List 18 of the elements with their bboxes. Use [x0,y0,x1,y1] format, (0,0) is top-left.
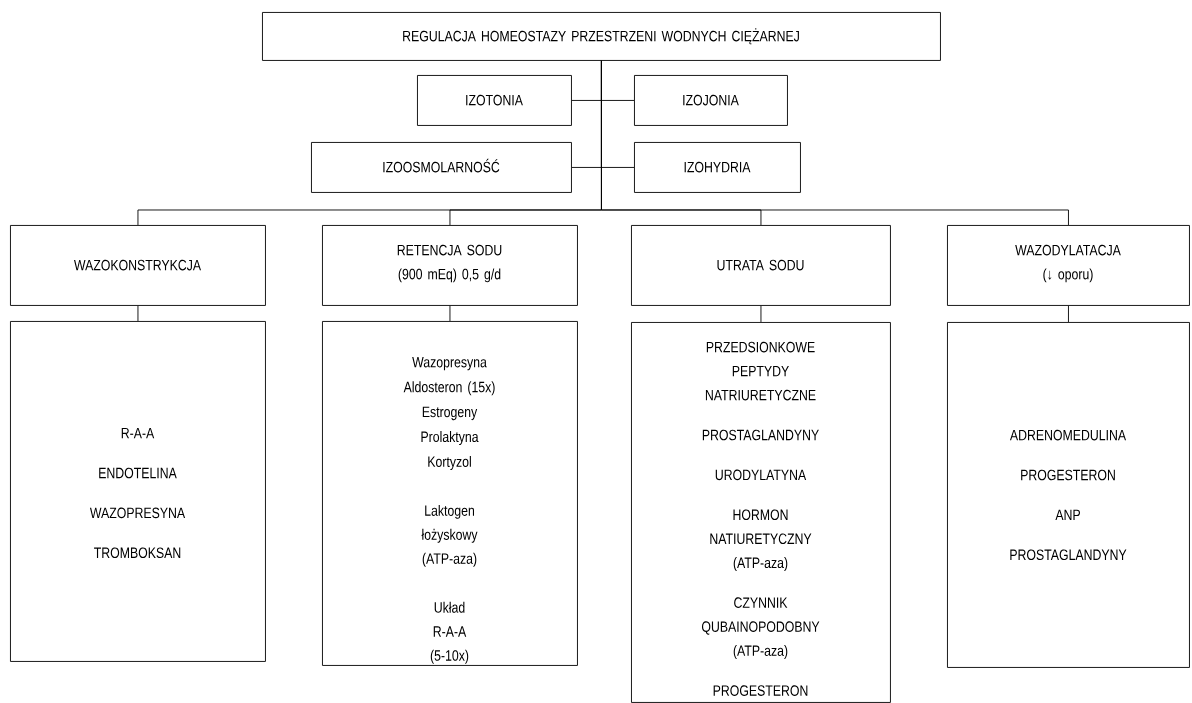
header-box: IZOTONIA [417,75,572,126]
header-box: WAZODYLATACJA (↓ oporu) [947,225,1190,306]
list-box: R-A-A ENDOTELINA WAZOPRESYNA TROMBOKSAN [10,321,266,662]
header-box: IZOOSMOLARNOŚĆ [311,142,572,193]
connector-line [449,305,451,322]
list-box: Wazopresyna Aldosteron (15x) Estrogeny Prolaktyna Kortyzol Laktogen łożyskowy (ATP-aza) Układ R-A-A (5-10x) [322,321,578,666]
list-box: PRZEDSIONKOWE PEPTYDY NATRIURETYCZNE PROSTAGLANDYNY URODYLATYNA HORMON NATIURETYCZNY (ATP-aza) CZYNNIK QUBAINOPODOBNY (ATP-aza) PROGESTERON [631,322,891,703]
connector-line [137,305,139,322]
header-box: IZOHYDRIA [634,142,801,193]
header-box: WAZOKONSTRYKCJA [10,225,266,306]
list-box: ADRENOMEDULINA PROGESTERON ANP PROSTAGLANDYNY [947,322,1190,668]
connector-line [760,305,762,323]
connector-line [601,60,1069,226]
header-box: RETENCJA SODU (900 mEq) 0,5 g/d [322,225,578,306]
connector-line [1068,305,1069,323]
header-box: UTRATA SODU [631,225,891,306]
header-box: IZOJONIA [634,75,788,126]
title-box: REGULACJA HOMEOSTAZY PRZESTRZENI WODNYCH CIĘŻARNEJ [262,12,941,61]
